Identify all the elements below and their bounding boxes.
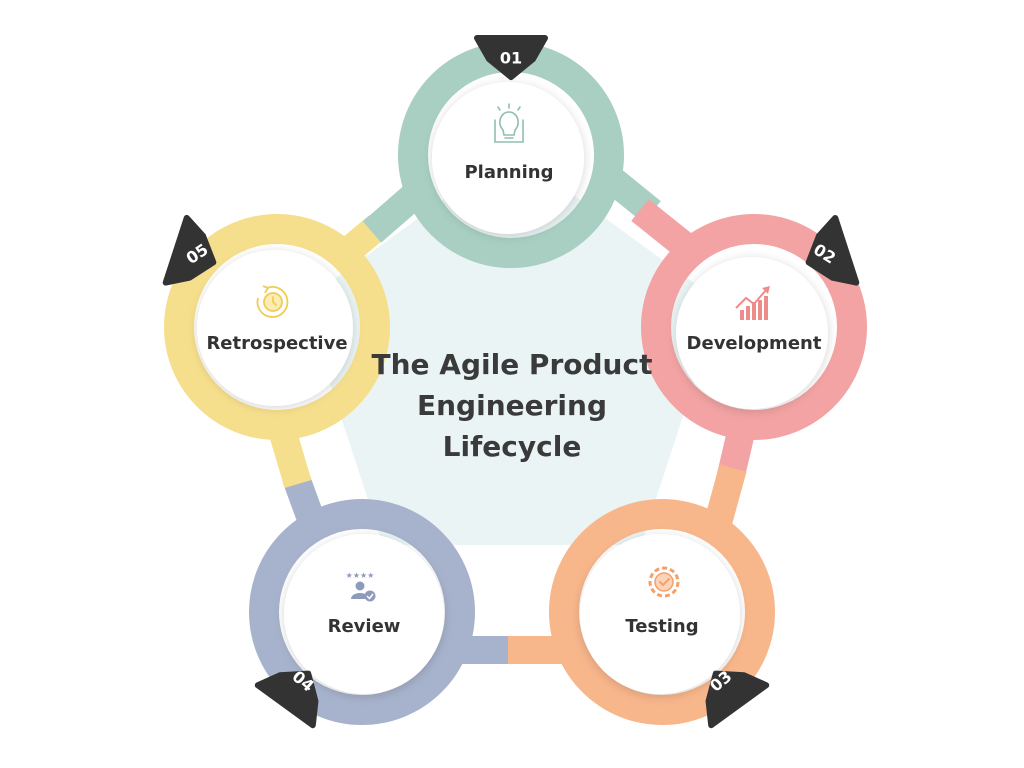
gear-check-icon (648, 566, 680, 598)
stage-label-retrospective: Retrospective (206, 333, 347, 354)
stage-circles (197, 82, 828, 694)
badge-01: 01 (474, 35, 548, 80)
number-badges: 01 02 03 04 05 (162, 35, 860, 729)
title-line-1: The Agile Product (372, 348, 653, 381)
circle-testing (580, 534, 740, 694)
badge-03: 03 (705, 667, 770, 729)
growth-chart-icon (735, 286, 770, 320)
center-pentagon (303, 150, 720, 545)
badge-04: 04 (254, 667, 319, 729)
title-line-2: Engineering (417, 389, 607, 422)
stage-label-testing: Testing (625, 616, 698, 637)
stage-label-development: Development (687, 333, 822, 354)
circle-planning (432, 82, 584, 234)
center-title: The Agile Product Engineering Lifecycle (372, 348, 653, 463)
stage-label-planning: Planning (464, 162, 553, 183)
stage-label-review: Review (328, 616, 401, 637)
badge-05: 05 (162, 214, 217, 286)
ring-development (641, 214, 867, 440)
badge-02: 02 (805, 214, 860, 286)
circle-review (284, 534, 444, 694)
circle-development (676, 257, 828, 409)
badge-number: 01 (500, 49, 522, 68)
svg-text:★★★★: ★★★★ (346, 571, 375, 580)
lightbulb-icon (494, 103, 524, 143)
clock-refresh-icon (256, 285, 289, 318)
ring-retrospective (164, 214, 390, 440)
title-line-3: Lifecycle (443, 430, 582, 463)
circle-retrospective (197, 250, 353, 406)
ring-review (249, 499, 475, 725)
user-rating-icon: ★★★★ (346, 571, 376, 602)
ring-testing (549, 499, 775, 725)
